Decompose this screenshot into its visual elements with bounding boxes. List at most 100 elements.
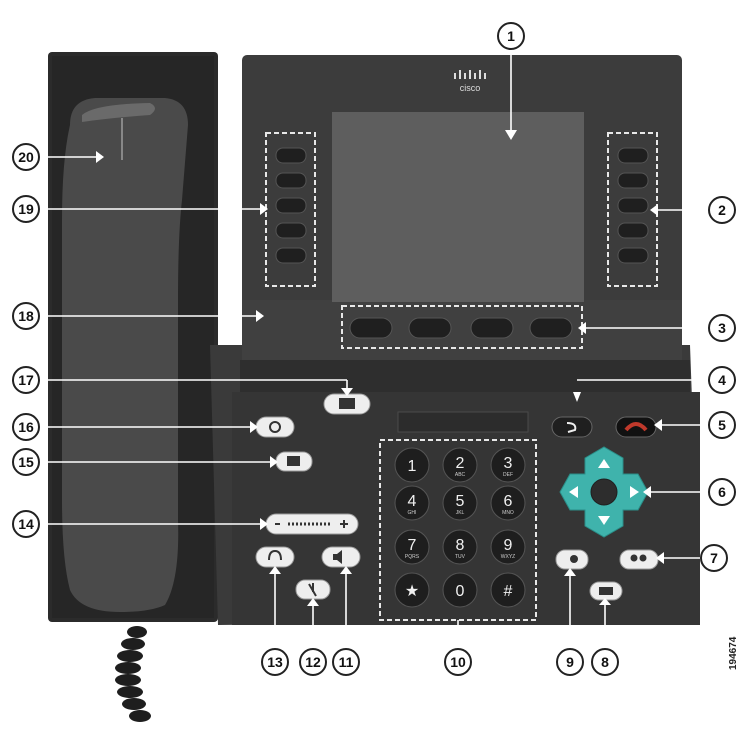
volume-bar[interactable] — [265, 513, 359, 535]
callout-9-label: 9 — [566, 654, 574, 670]
handset-highlight — [82, 103, 155, 122]
hold-button[interactable] — [589, 581, 623, 601]
session-button-right-3[interactable] — [617, 197, 649, 214]
callout-18: 18 — [12, 302, 40, 330]
keypad-key-1[interactable]: 1 — [394, 447, 430, 483]
keypad-key-letters: TUV — [455, 554, 466, 560]
keypad-key-letters: WXYZ — [501, 554, 515, 560]
callout-3: 3 — [708, 314, 736, 342]
softkey-3[interactable] — [470, 317, 514, 339]
release-button[interactable] — [615, 416, 657, 438]
callout-13-label: 13 — [267, 654, 283, 670]
mute-button[interactable] — [295, 579, 331, 600]
callout-6-label: 6 — [718, 484, 726, 500]
nav-up-icon[interactable] — [598, 459, 610, 468]
feature-buttons-left[interactable] — [275, 147, 307, 264]
session-buttons-right[interactable] — [617, 147, 649, 264]
keypad-key-digit: 8 — [456, 537, 465, 554]
nav-down-icon[interactable] — [598, 516, 610, 525]
session-button-right-2[interactable] — [617, 172, 649, 189]
gear-icon — [269, 421, 281, 433]
speakerphone-button[interactable] — [321, 546, 361, 568]
conference-icon — [630, 554, 638, 562]
softkey-4[interactable] — [529, 317, 573, 339]
messages-button[interactable] — [275, 451, 313, 472]
callout-lines — [40, 52, 710, 648]
feature-button-left-4[interactable] — [275, 222, 307, 239]
callout-8-label: 8 — [601, 654, 609, 670]
callout-5-label: 5 — [718, 417, 726, 433]
feature-button-left-5[interactable] — [275, 247, 307, 264]
keypad-key-letters: ABC — [455, 472, 466, 478]
session-button-right-5[interactable] — [617, 247, 649, 264]
cisco-logo — [454, 70, 486, 79]
keypad-display-strip — [397, 411, 529, 433]
transfer-button[interactable] — [555, 549, 589, 570]
keypad-key-digit: # — [504, 583, 513, 600]
nav-left-icon[interactable] — [569, 486, 578, 498]
keypad-key-digit: 6 — [504, 493, 513, 510]
back-button[interactable] — [551, 416, 593, 438]
callout-5: 5 — [708, 411, 736, 439]
callout-10-label: 10 — [450, 654, 466, 670]
callout-13: 13 — [261, 648, 289, 676]
callout-19-label: 19 — [18, 201, 34, 217]
contacts-button[interactable] — [323, 393, 371, 415]
callout-14: 14 — [12, 510, 40, 538]
keypad-key-digit: 7 — [408, 537, 417, 554]
callout-9: 9 — [556, 648, 584, 676]
keypad-key-digit: 5 — [456, 493, 465, 510]
applications-button[interactable] — [255, 416, 295, 438]
keypad-key-11[interactable]: 0 — [442, 572, 478, 608]
feature-button-left-3[interactable] — [275, 197, 307, 214]
nav-right-icon[interactable] — [630, 486, 639, 498]
keypad-key-digit: ★ — [405, 583, 419, 600]
callout-18-label: 18 — [18, 308, 34, 324]
callout-17: 17 — [12, 366, 40, 394]
keypad-key-digit: 4 — [408, 493, 417, 510]
callout-1: 1 — [497, 22, 525, 50]
callout-2-label: 2 — [718, 202, 726, 218]
headset-button[interactable] — [255, 546, 295, 568]
keypad-key-digit: 3 — [504, 455, 513, 472]
callout-15-label: 15 — [18, 454, 34, 470]
back-arrow-icon — [566, 422, 577, 433]
microphone-mute-icon — [308, 583, 317, 597]
callout-17-label: 17 — [18, 372, 34, 388]
keypad-key-12[interactable]: # — [490, 572, 526, 608]
callout-15: 15 — [12, 448, 40, 476]
conference-button[interactable] — [619, 549, 659, 570]
select-button[interactable] — [590, 478, 618, 506]
keypad-key-letters: DEF — [503, 472, 513, 478]
display-screen — [332, 112, 584, 302]
callout-20-label: 20 — [18, 149, 34, 165]
feature-button-left-2[interactable] — [275, 172, 307, 189]
softkey-2[interactable] — [408, 317, 452, 339]
session-button-right-1[interactable] — [617, 147, 649, 164]
display-shelf — [240, 360, 690, 392]
session-button-right-4[interactable] — [617, 222, 649, 239]
softkey-1[interactable] — [349, 317, 393, 339]
softkeys[interactable] — [349, 317, 573, 339]
callout-4-label: 4 — [718, 372, 726, 388]
keypad-key-letters: PQRS — [405, 554, 420, 560]
keypad-key-10[interactable]: ★ — [394, 572, 430, 608]
callout-11: 11 — [332, 648, 360, 676]
headset-icon — [268, 549, 282, 561]
transfer-icon — [570, 555, 578, 563]
navigation-pad[interactable] — [559, 446, 649, 538]
feature-button-left-1[interactable] — [275, 147, 307, 164]
coil-cord — [115, 626, 151, 722]
callout-8: 8 — [591, 648, 619, 676]
callout-14-label: 14 — [18, 516, 34, 532]
callout-3-label: 3 — [718, 320, 726, 336]
